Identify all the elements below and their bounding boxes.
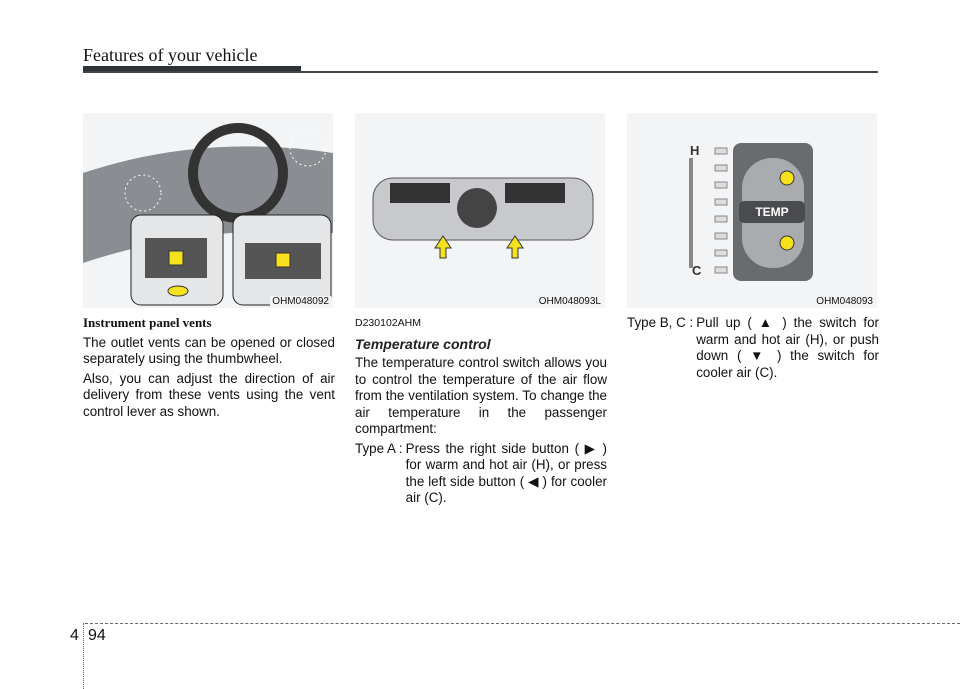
header-bar	[83, 66, 301, 72]
type-bc-item: Type B, C :Pull up ( ▲ ) the switch for …	[627, 315, 879, 381]
type-text: Pull up ( ▲ ) the switch for warm and ho…	[696, 315, 879, 380]
section-code: D230102AHM	[355, 317, 421, 329]
climate-panel-illustration	[372, 177, 594, 259]
column-type-bc: Type B, C :Pull up ( ▲ ) the switch for …	[627, 315, 879, 381]
figure-caption: OHM048093	[814, 296, 875, 307]
section-heading: Temperature control	[355, 335, 491, 352]
temp-switch-label: TEMP	[755, 205, 789, 219]
column-temperature: D230102AHM Temperature control The tempe…	[355, 315, 607, 507]
footer-divider	[83, 623, 84, 689]
paragraph: The temperature control switch allows yo…	[355, 355, 607, 436]
paragraph: The outlet vents can be opened or closed…	[83, 334, 335, 367]
temp-switch-illustration	[689, 143, 813, 281]
section-heading: Instrument panel vents	[83, 315, 212, 330]
page-number: 94	[88, 627, 106, 644]
type-a-item: Type A :Press the right side button ( ▶ …	[355, 441, 607, 507]
dashboard-vents-illustration	[83, 123, 333, 306]
header-rule	[83, 71, 878, 73]
figure-caption: OHM048093L	[536, 296, 603, 307]
hot-label: H	[690, 143, 700, 158]
footer-rule	[85, 623, 960, 624]
figure-climate-panel: OHM048093L	[355, 113, 605, 308]
chapter-number: 4	[70, 627, 79, 644]
type-label: Type A :	[355, 440, 403, 456]
column-vents: Instrument panel vents The outlet vents …	[83, 315, 335, 423]
figure-instrument-vents: OHM048092	[83, 113, 333, 308]
cold-label: C	[692, 263, 702, 278]
figure-temp-switch: H C TEMP OHM048093	[627, 113, 877, 308]
figure-caption: OHM048092	[270, 296, 331, 307]
type-label: Type B, C :	[627, 315, 694, 330]
paragraph: Also, you can adjust the direction of ai…	[83, 370, 335, 419]
section-header: Features of your vehicle	[83, 45, 258, 65]
type-text: Press the right side button ( ▶ ) for wa…	[405, 440, 607, 506]
